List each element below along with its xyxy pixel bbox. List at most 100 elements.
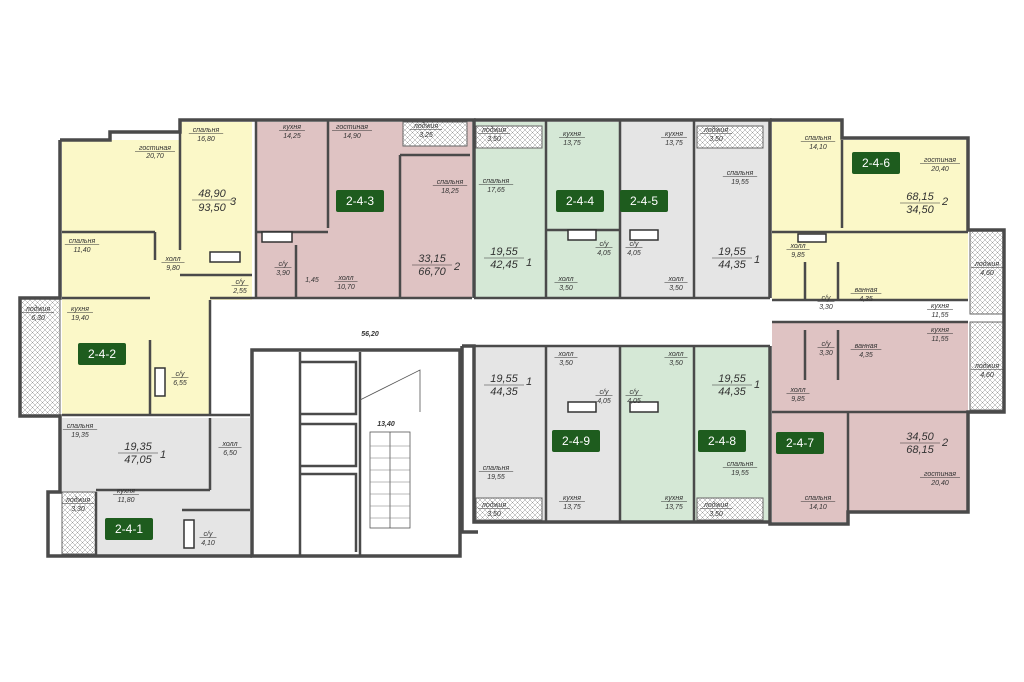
unit-2-4-6-badge[interactable]: 2-4-6 (852, 152, 900, 174)
svg-text:гостиная: гостиная (924, 471, 956, 478)
unit-2-4-1-living: 19,35 (124, 441, 152, 453)
svg-text:13,75: 13,75 (563, 140, 581, 147)
unit-2-4-8-badge[interactable]: 2-4-8 (698, 430, 746, 452)
unit-2-4-7-total: 68,15 (906, 444, 934, 456)
room-label: с/у4,05 (595, 389, 613, 405)
unit-2-4-8-rooms: 1 (754, 379, 760, 391)
unit-2-4-7-fill (772, 322, 968, 522)
svg-text:с/у: с/у (600, 241, 609, 248)
unit-2-4-4-rooms: 1 (526, 257, 532, 269)
svg-text:19,55: 19,55 (731, 179, 749, 186)
room-label: гостиная 14,90 (332, 124, 372, 140)
svg-text:3,50: 3,50 (487, 136, 501, 143)
unit-2-4-6-total: 68,15 (906, 191, 934, 203)
svg-text:3,50: 3,50 (669, 285, 683, 292)
svg-text:4,35: 4,35 (859, 296, 873, 303)
svg-text:с/у: с/у (822, 341, 831, 348)
unit-2-4-7-id: 2-4-7 (786, 436, 814, 450)
unit-2-4-9-living: 19,55 (490, 373, 518, 385)
svg-text:гостиная: гостиная (924, 157, 956, 164)
svg-text:с/у: с/у (176, 371, 185, 378)
unit-2-4-3-rooms: 2 (453, 261, 460, 273)
unit-2-4-4-badge[interactable]: 2-4-4 (556, 190, 604, 212)
svg-text:19,55: 19,55 (487, 474, 505, 481)
svg-text:с/у: с/у (600, 389, 609, 396)
unit-2-4-6-living: 34,50 (906, 204, 934, 216)
svg-text:14,90: 14,90 (343, 133, 361, 140)
svg-text:3,50: 3,50 (559, 285, 573, 292)
unit-3room-total: 93,50 (198, 202, 226, 214)
svg-text:холл: холл (337, 275, 353, 282)
svg-text:3,50: 3,50 (709, 511, 723, 518)
unit-2-4-1-badge[interactable]: 2-4-1 (105, 518, 153, 540)
svg-text:спальня: спальня (483, 465, 510, 472)
svg-text:14,10: 14,10 (809, 504, 827, 511)
svg-text:11,55: 11,55 (932, 312, 949, 319)
svg-text:4,35: 4,35 (859, 352, 873, 359)
svg-text:холл: холл (164, 256, 180, 263)
room-label: кухня 13,75 (559, 131, 585, 147)
fixtures (154, 229, 827, 549)
svg-text:с/у: с/у (822, 295, 831, 302)
svg-text:спальня: спальня (805, 135, 832, 142)
svg-text:4,60: 4,60 (980, 372, 994, 379)
svg-text:кухня: кухня (283, 124, 301, 131)
svg-text:ванная: ванная (855, 287, 878, 294)
unit-2-4-7-living: 34,50 (906, 431, 934, 443)
unit-2-4-5-badge[interactable]: 2-4-5 (620, 190, 668, 212)
unit-2-4-3-badge[interactable]: 2-4-3 (336, 190, 384, 212)
svg-text:4,05: 4,05 (627, 398, 641, 405)
svg-text:лоджия: лоджия (413, 122, 438, 130)
svg-text:3,50: 3,50 (709, 136, 723, 143)
room-label: с/у6,55 (171, 371, 189, 387)
svg-text:кухня: кухня (71, 306, 89, 313)
svg-text:6,30: 6,30 (31, 315, 45, 322)
svg-text:20,40: 20,40 (930, 480, 949, 487)
svg-text:9,80: 9,80 (166, 265, 180, 272)
room-label: кухня 11,55 (927, 303, 953, 319)
svg-text:с/у: с/у (279, 261, 288, 268)
room-label: с/у4,05 (595, 241, 613, 257)
svg-text:кухня: кухня (931, 303, 949, 310)
svg-text:20,40: 20,40 (930, 166, 949, 173)
room-label: гостиная 20,40 (920, 157, 960, 173)
svg-text:13,75: 13,75 (665, 140, 683, 147)
unit-2-4-8-total: 44,35 (718, 386, 746, 398)
room-label: с/у3,30 (817, 341, 835, 357)
svg-text:кухня: кухня (563, 131, 581, 138)
room-label: 1,45 (305, 277, 319, 284)
room-label: кухня 19,40 (67, 306, 93, 322)
svg-text:9,85: 9,85 (791, 396, 805, 403)
svg-text:спальня: спальня (805, 495, 832, 502)
svg-text:лоджия: лоджия (25, 305, 50, 313)
svg-text:13,75: 13,75 (665, 504, 683, 511)
svg-text:с/у: с/у (236, 279, 245, 286)
svg-text:2,55: 2,55 (232, 288, 247, 295)
unit-3room-living: 48,90 (198, 188, 226, 200)
unit-2-4-5-rooms: 1 (754, 254, 760, 266)
svg-text:лоджия: лоджия (703, 501, 728, 509)
svg-text:19,40: 19,40 (71, 315, 89, 322)
svg-text:гостиная: гостиная (139, 145, 171, 152)
svg-text:3,50: 3,50 (669, 360, 683, 367)
unit-2-4-2-badge[interactable]: 2-4-2 (78, 343, 126, 365)
svg-text:гостиная: гостиная (336, 124, 368, 131)
room-label: с/у4,05 (625, 241, 643, 257)
unit-2-4-9-badge[interactable]: 2-4-9 (552, 430, 600, 452)
svg-text:лоджия: лоджия (481, 501, 506, 509)
svg-text:спальня: спальня (67, 423, 94, 430)
unit-2-4-7-badge[interactable]: 2-4-7 (776, 432, 824, 454)
